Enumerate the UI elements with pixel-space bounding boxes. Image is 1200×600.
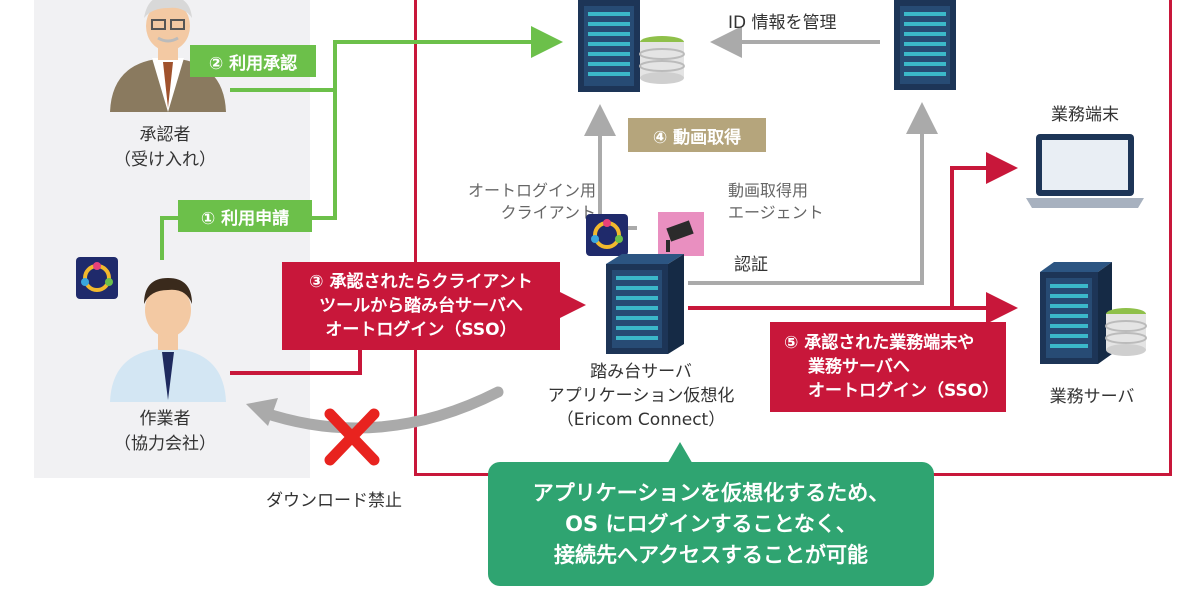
step-3-line-1: ③ 承認されたらクライアント [309,272,533,292]
step-3-line-2: ツールから踏み台サーバへ [319,296,523,316]
note-line-3: 接続先へアクセスすることが可能 [554,542,868,567]
callout-pointer [666,442,694,466]
download-arrowhead [246,398,278,426]
people-circle-icon [81,262,113,292]
worker-person-icon [110,278,226,402]
step-1-request-tag: ① 利用申請 [178,200,312,232]
database-icon [1105,308,1147,356]
step-4-video-tag: ④ 動画取得 [628,118,766,152]
download-ban-label: ダウンロード禁止 [266,491,402,511]
jump-server-label: 踏み台サーバ アプリケーション仮想化 （Ericom Connect） [508,360,774,432]
download-arrow [256,386,504,434]
people-circle-icon [591,219,623,249]
business-server-label: 業務サーバ [1049,387,1135,407]
id-manage-label: ID 情報を管理 [728,13,837,33]
approver-title: 承認者 [139,125,191,145]
step-5-sso-tag: ⑤ 承認された業務端末や 業務サーバへ オートログイン（SSO） [770,322,1006,412]
jump-server-line-3: （Ericom Connect） [556,410,726,430]
worker-subtitle: （協力会社） [114,434,216,454]
approval-flow-arrow [230,26,563,92]
laptop-icon [1026,134,1144,208]
note-line-1: アプリケーションを仮想化するため、 [532,480,890,505]
business-server-icon [1040,262,1147,364]
approver-label: 承認者 （受け入れ） [90,123,240,173]
id-server-icon [894,0,956,90]
step-5-line-3: オートログイン（SSO） [808,381,1000,401]
approver-subtitle: （受け入れ） [114,150,216,170]
step-3-sso-tag: ③ 承認されたらクライアント ツールから踏み台サーバへ オートログイン（SSO） [282,262,560,350]
blocked-x-icon [324,408,380,466]
business-terminal-label: 業務端末 [1051,105,1119,125]
video-agent-line-2: エージェント [728,203,824,222]
app-icon [76,257,118,299]
request-flow-line [160,90,337,260]
database-icon [639,36,685,84]
camera-agent-icon [658,212,704,256]
worker-title: 作業者 [139,409,191,429]
jump-server-line-2: アプリケーション仮想化 [547,386,735,406]
video-agent-line-1: 動画取得用 [728,181,809,200]
note-line-2: OS にログインすることなく、 [565,511,857,536]
video-agent-label: 動画取得用 エージェント [728,180,888,224]
step-5-line-2: 業務サーバへ [808,357,910,377]
client-app-icon [586,214,628,256]
recording-server-icon [578,0,685,92]
auto-login-client-line-1: オートログイン用 [467,181,596,200]
video-camera-icon [666,220,694,252]
virtualization-note: アプリケーションを仮想化するため、 OS にログインすることなく、 接続先へアク… [488,462,934,586]
auth-label: 認証 [734,255,768,275]
worker-label: 作業者 （協力会社） [90,407,240,457]
auto-login-client-label: オートログイン用 クライアント [440,180,596,224]
step-5-line-1: ⑤ 承認された業務端末や [784,333,975,353]
auto-login-client-line-2: クライアント [500,203,596,222]
approver-person-icon [110,0,226,112]
jump-server-icon [606,254,684,354]
sso-terminal-arrow [950,152,1018,308]
step-2-approval-tag: ② 利用承認 [190,45,316,77]
step-3-line-3: オートログイン（SSO） [325,320,517,340]
jump-server-line-1: 踏み台サーバ [590,362,692,382]
auth-arrow [688,102,938,285]
